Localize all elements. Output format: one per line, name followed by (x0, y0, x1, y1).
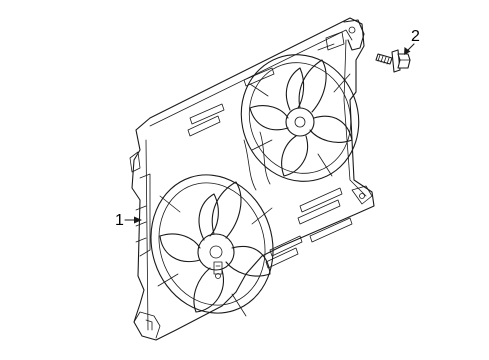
lower-fan-hub-bolt (215, 273, 221, 279)
upper-fan-ring-inner (248, 62, 352, 174)
callout-2-label: 2 (411, 28, 420, 45)
callout-1: 1 (115, 212, 142, 229)
frame-slot-lower-4 (269, 235, 303, 257)
lower-fan-blade-3 (193, 267, 224, 313)
left-mount-tab-upper (129, 151, 141, 173)
lower-fan-blade-4 (159, 233, 201, 262)
callout-2: 2 (404, 28, 420, 55)
top-right-bracket-hole (348, 26, 356, 34)
bolt-head (397, 53, 411, 69)
bolt-threads (377, 54, 390, 65)
fan-shroud-assembly (129, 17, 375, 341)
top-right-bracket (343, 19, 365, 51)
lower-fan-blade-2 (225, 246, 271, 277)
frame-slot-lower-3 (309, 217, 353, 243)
frame-slot-upper-1 (189, 103, 225, 125)
lower-fan-hub-center (209, 245, 223, 259)
callout-2-arrowhead (404, 47, 411, 55)
top-bracket-ribs (317, 31, 345, 51)
lower-fan-blade-1 (211, 181, 242, 239)
lower-fan (150, 174, 274, 317)
upper-fan-spokes (249, 73, 351, 177)
upper-fan (240, 54, 360, 182)
right-mount-tab (351, 185, 373, 205)
frame-slot-lower-2 (297, 199, 341, 225)
frame-slot-lower-5 (265, 247, 299, 269)
lower-fan-ring-inner (158, 182, 266, 306)
lower-fan-spokes (157, 195, 273, 317)
lower-fan-blade-5 (198, 193, 219, 241)
shroud-inner-edge-top (149, 29, 353, 127)
lower-fan-motor-connector (213, 261, 223, 275)
upper-fan-blade-1 (298, 59, 327, 113)
upper-fan-blade-3 (281, 135, 308, 177)
frame-slot-lower-1 (299, 187, 343, 213)
frame-slot-upper-2 (187, 115, 221, 137)
upper-fan-hub (285, 107, 315, 137)
shroud-duct-divider (243, 131, 271, 191)
upper-fan-hub-center (294, 116, 306, 128)
bolt (375, 49, 411, 73)
left-rib-1 (139, 173, 151, 257)
upper-fan-blade-5 (285, 67, 305, 111)
callout-1-arrowhead (134, 216, 142, 224)
left-rib-2 (135, 205, 147, 243)
lower-fan-hub (197, 233, 235, 271)
shroud-inner-edge-left (145, 139, 149, 331)
upper-fan-ring-outer (240, 54, 360, 182)
frame-slot-upper-3 (243, 67, 275, 87)
upper-fan-blade-2 (309, 115, 353, 143)
shroud-frame-outline (131, 17, 375, 341)
lower-fan-ring-outer (150, 174, 274, 314)
lower-left-foot-detail (145, 319, 153, 331)
lower-left-foot (133, 311, 161, 339)
callout-1-label: 1 (115, 212, 124, 229)
upper-fan-blade-4 (249, 105, 289, 131)
right-mount-tab-hole (359, 193, 365, 199)
bolt-flange (391, 49, 401, 73)
